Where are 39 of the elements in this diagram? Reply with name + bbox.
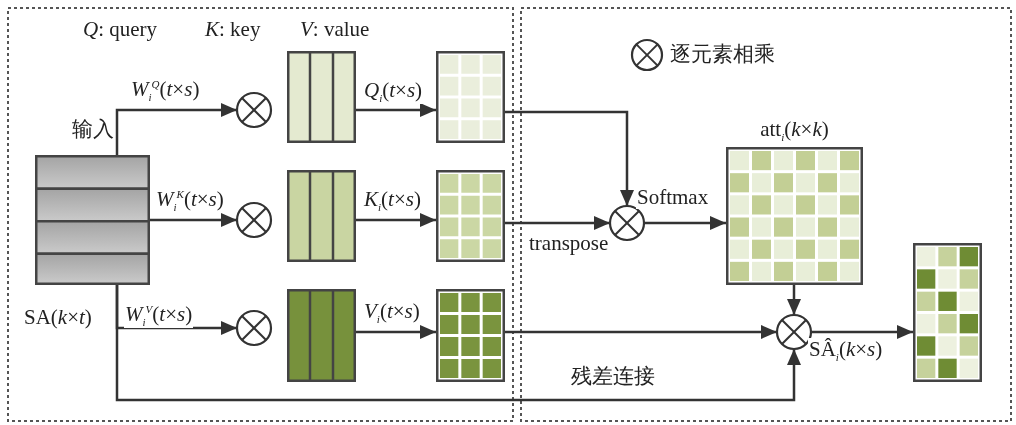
matrix-title: att$_{i}$(k×k) xyxy=(759,118,830,144)
arrow xyxy=(356,213,436,227)
matrix-drawing xyxy=(436,51,505,143)
multiply-symbol xyxy=(608,204,646,242)
matrix-drawing xyxy=(436,170,505,262)
legend-label: 逐元素相乘 xyxy=(670,43,775,67)
arrow xyxy=(505,325,777,339)
edge-label: Softmax xyxy=(636,186,710,210)
size-label: SA(k×t) xyxy=(24,306,92,330)
key-label: K: key xyxy=(205,18,261,42)
arrow xyxy=(115,103,237,155)
weight-matrix-drawing xyxy=(287,51,356,143)
input-label: 输入 xyxy=(70,118,115,142)
arrow xyxy=(356,103,436,117)
edge-label: W$_{i}$$^{Q}$(t×s) xyxy=(130,78,201,104)
edge-label: 残差连接 xyxy=(570,365,656,389)
multiply-symbol xyxy=(235,201,273,239)
edge-label: V$_{i}$(t×s) xyxy=(363,300,421,326)
weight-matrix-drawing xyxy=(287,289,356,382)
weight-matrix-drawing xyxy=(287,170,356,262)
arrow xyxy=(150,213,237,227)
edge-label: W$_{i}$$^{V}$(t×s) xyxy=(124,303,194,329)
edge-label: Q$_{i}$(t×s) xyxy=(363,79,424,105)
arrow xyxy=(811,325,913,339)
arrow xyxy=(115,285,801,402)
arrow xyxy=(505,216,610,230)
multiply-symbol xyxy=(235,309,273,347)
multiply-symbol xyxy=(235,91,273,129)
edge-label: K$_{i}$(t×s) xyxy=(363,188,422,214)
arrow xyxy=(787,285,801,315)
matrix-drawing xyxy=(913,243,982,382)
key-label: Q: query xyxy=(83,18,158,42)
matrix-drawing xyxy=(436,289,505,382)
arrow xyxy=(644,216,726,230)
edge-label: W$_{i}$$^{K}$(t×s) xyxy=(155,188,225,214)
key-label: V: value xyxy=(300,18,370,42)
arrow xyxy=(505,110,634,206)
arrow xyxy=(356,325,436,339)
edge-label: SÂ$_{i}$(k×s) xyxy=(808,338,884,364)
